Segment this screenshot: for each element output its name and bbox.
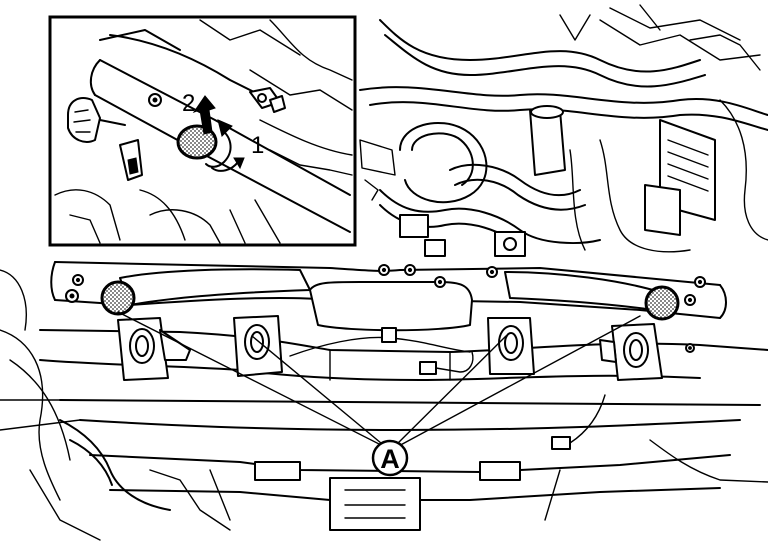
grommet-right (644, 285, 680, 321)
bolt (684, 294, 696, 306)
bolt (434, 276, 446, 288)
bolt (72, 274, 84, 286)
engine-detail (359, 4, 768, 257)
callout-a-label: A (380, 444, 400, 474)
bolt (694, 276, 706, 288)
bolt (486, 266, 498, 278)
mount-bracket (117, 317, 191, 381)
bolts (65, 264, 706, 353)
inset-detail: 2 1 (48, 15, 357, 247)
callout-1-label: 1 (251, 132, 264, 159)
bolt (65, 289, 79, 303)
left-side-detail (0, 269, 231, 541)
up-arrow-icon (192, 95, 216, 135)
grommet-left (100, 280, 136, 316)
mount-bracket (599, 323, 663, 381)
bolt (404, 264, 416, 276)
leader-lines (117, 311, 641, 449)
inset-drawing (54, 19, 353, 244)
bolt (685, 343, 695, 353)
curved-arrow-icon (205, 119, 245, 172)
wire-harness (289, 327, 606, 450)
callout-2-label: 2 (182, 90, 195, 117)
callout-a: A (371, 439, 409, 477)
mount-bracket (233, 315, 283, 377)
bolt (378, 264, 390, 276)
mount-bracket (487, 317, 535, 375)
